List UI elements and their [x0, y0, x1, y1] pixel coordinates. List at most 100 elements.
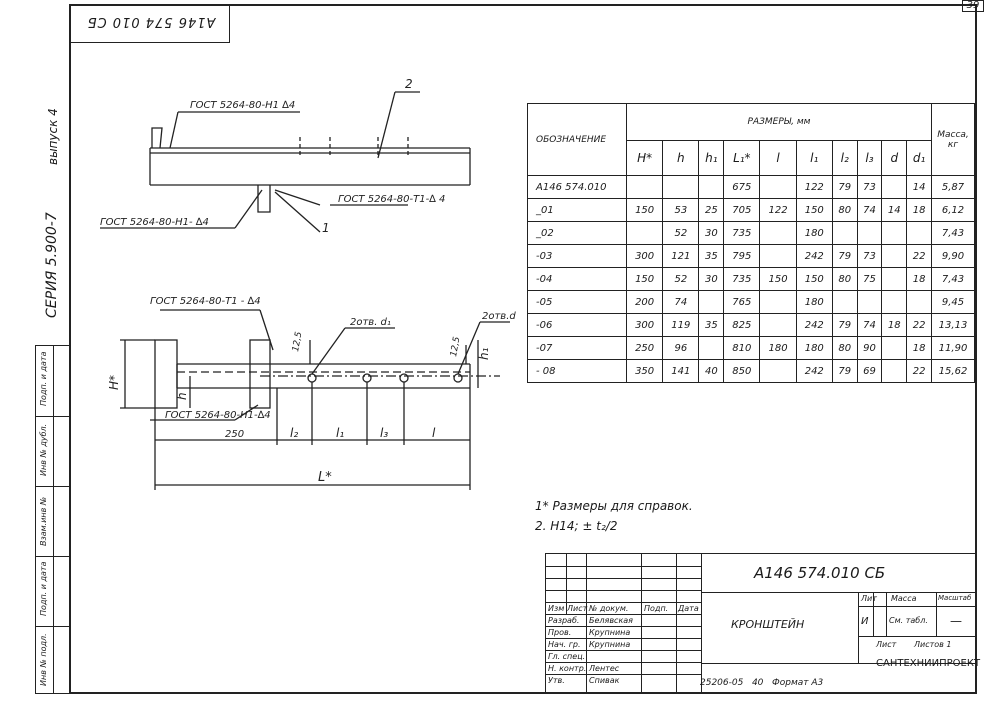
sheets-label: Листов 1 — [914, 640, 952, 649]
cell-l3: 74 — [856, 198, 883, 222]
cell-l3 — [856, 290, 883, 314]
cell-l1: 150 — [795, 198, 833, 222]
cell-d1: 18 — [906, 336, 932, 360]
cell-m: 11,90 — [931, 336, 975, 360]
cell-h: 53 — [662, 198, 700, 222]
cell-l: 180 — [759, 336, 797, 360]
cell-L: 825 — [723, 313, 761, 337]
mass-value: См. табл. — [889, 616, 928, 625]
cell-l2 — [831, 221, 858, 245]
cell-L: 705 — [723, 198, 761, 222]
cell-h1: 40 — [698, 359, 725, 383]
dim-12-5-left: 12,5 — [291, 331, 304, 353]
dim-H: H* — [107, 375, 121, 390]
cell-d: 18 — [881, 313, 908, 337]
footer-sheet: 40 — [751, 678, 764, 688]
role-6: Утв. — [548, 676, 565, 685]
cell-d — [881, 336, 908, 360]
col-h1: h₁ — [698, 140, 725, 176]
role-1: Разраб. — [548, 616, 580, 625]
col-sign: Подп. — [644, 604, 669, 613]
weld-note-lower-bottom: ГОСТ 5264-80-Н1-∆4 — [165, 410, 271, 421]
cell-h1 — [698, 336, 725, 360]
cell-l — [759, 359, 797, 383]
cell-h: 74 — [662, 290, 700, 314]
cell-l3: 90 — [856, 336, 883, 360]
title-code: А146 574.010 СБ — [754, 564, 886, 582]
row-designation: _01 — [527, 198, 627, 222]
cell-d — [881, 175, 908, 199]
role-5: Н. контр. — [548, 664, 587, 673]
cell-h1: 35 — [698, 244, 725, 268]
lit-label: Лит — [861, 594, 877, 603]
holes-d1-label: 2отв. d₁ — [350, 317, 391, 328]
cell-l1: 242 — [795, 313, 833, 337]
role-3: Нач. гр. — [548, 640, 581, 649]
position-2: 2 — [405, 77, 413, 91]
cell-h: 141 — [662, 359, 700, 383]
cell-L: 675 — [723, 175, 761, 199]
col-izm: Изм — [548, 604, 565, 613]
cell-m: 9,90 — [931, 244, 975, 268]
dimension-table: ОБОЗНАЧЕНИЕ РАЗМЕРЫ, мм Масса, кг H* h h… — [527, 103, 975, 383]
title-name: КРОНШТЕЙН — [731, 618, 805, 631]
col-l3: l₃ — [856, 140, 883, 176]
cell-l1: 242 — [795, 359, 833, 383]
cell-l — [759, 221, 797, 245]
header-designation: ОБОЗНАЧЕНИЕ — [527, 103, 627, 176]
col-d: d — [881, 140, 908, 176]
cell-l — [759, 313, 797, 337]
cell-l2: 79 — [831, 313, 858, 337]
cell-h1: 35 — [698, 313, 725, 337]
role-2: Пров. — [548, 628, 572, 637]
footer-drawing-no: 25206-05 — [700, 678, 744, 688]
holes-d-label: 2отв.d — [482, 311, 516, 322]
organization: САНТЕХНИИПРОЕКТ — [876, 658, 981, 669]
scale-value: — — [950, 614, 962, 628]
cell-l1: 122 — [795, 175, 833, 199]
weld-note-mid-right: ГОСТ 5264-80-Т1-∆ 4 — [338, 194, 445, 205]
dim-h1: h₁ — [477, 347, 491, 360]
dim-12-5-right: 12,5 — [449, 336, 462, 358]
cell-d1 — [906, 290, 932, 314]
dim-l2: l₂ — [290, 426, 298, 440]
title-block: Изм Лист № докум. Подп. Дата Разраб. Бел… — [545, 553, 981, 694]
sheet-number: 39 — [962, 0, 984, 12]
cell-d — [881, 244, 908, 268]
cell-m: 13,13 — [931, 313, 975, 337]
cell-m: 5,87 — [931, 175, 975, 199]
position-1: 1 — [322, 221, 330, 235]
cell-l2: 80 — [831, 198, 858, 222]
cell-d1: 22 — [906, 359, 932, 383]
cell-L: 850 — [723, 359, 761, 383]
cell-H: 300 — [625, 313, 664, 337]
cell-m: 9,45 — [931, 290, 975, 314]
cell-l2: 79 — [831, 359, 858, 383]
cell-L: 765 — [723, 290, 761, 314]
header-mass: Масса, кг — [931, 103, 975, 176]
dim-l1: l₁ — [336, 426, 344, 440]
col-doc: № докум. — [589, 604, 629, 613]
dim-l3: l₃ — [380, 426, 388, 440]
cell-h1: 25 — [698, 198, 725, 222]
cell-d1: 14 — [906, 175, 932, 199]
cell-H: 150 — [625, 267, 664, 291]
cell-l: 122 — [759, 198, 797, 222]
sheet-label: Лист — [876, 640, 897, 649]
cell-m: 7,43 — [931, 267, 975, 291]
lit-value: И — [861, 616, 869, 627]
cell-l2: 80 — [831, 336, 858, 360]
mass-label: Масса — [891, 594, 917, 603]
cell-d — [881, 267, 908, 291]
cell-L: 810 — [723, 336, 761, 360]
drawing-frame — [69, 4, 977, 694]
cell-l3: 73 — [856, 244, 883, 268]
cell-h: 96 — [662, 336, 700, 360]
